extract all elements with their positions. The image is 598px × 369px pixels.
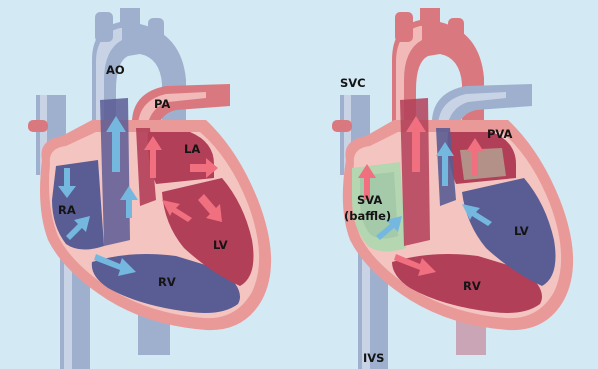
- atrial-switch-heart-illustration: [296, 0, 598, 369]
- normal-heart-illustration: [0, 0, 296, 369]
- label-ivs: IVS: [363, 352, 384, 365]
- label-lv-right: LV: [514, 225, 529, 238]
- label-ra: RA: [58, 204, 76, 217]
- label-lv-left: LV: [213, 239, 228, 252]
- label-rv-right: RV: [463, 280, 481, 293]
- label-baffle: (baffle): [344, 210, 391, 223]
- label-ao: AO: [106, 64, 125, 77]
- label-rv-left: RV: [158, 276, 176, 289]
- label-la: LA: [184, 143, 200, 156]
- label-sva: SVA: [357, 194, 382, 207]
- label-pa: PA: [154, 98, 170, 111]
- label-svc: SVC: [340, 77, 366, 90]
- label-pva: PVA: [487, 128, 512, 141]
